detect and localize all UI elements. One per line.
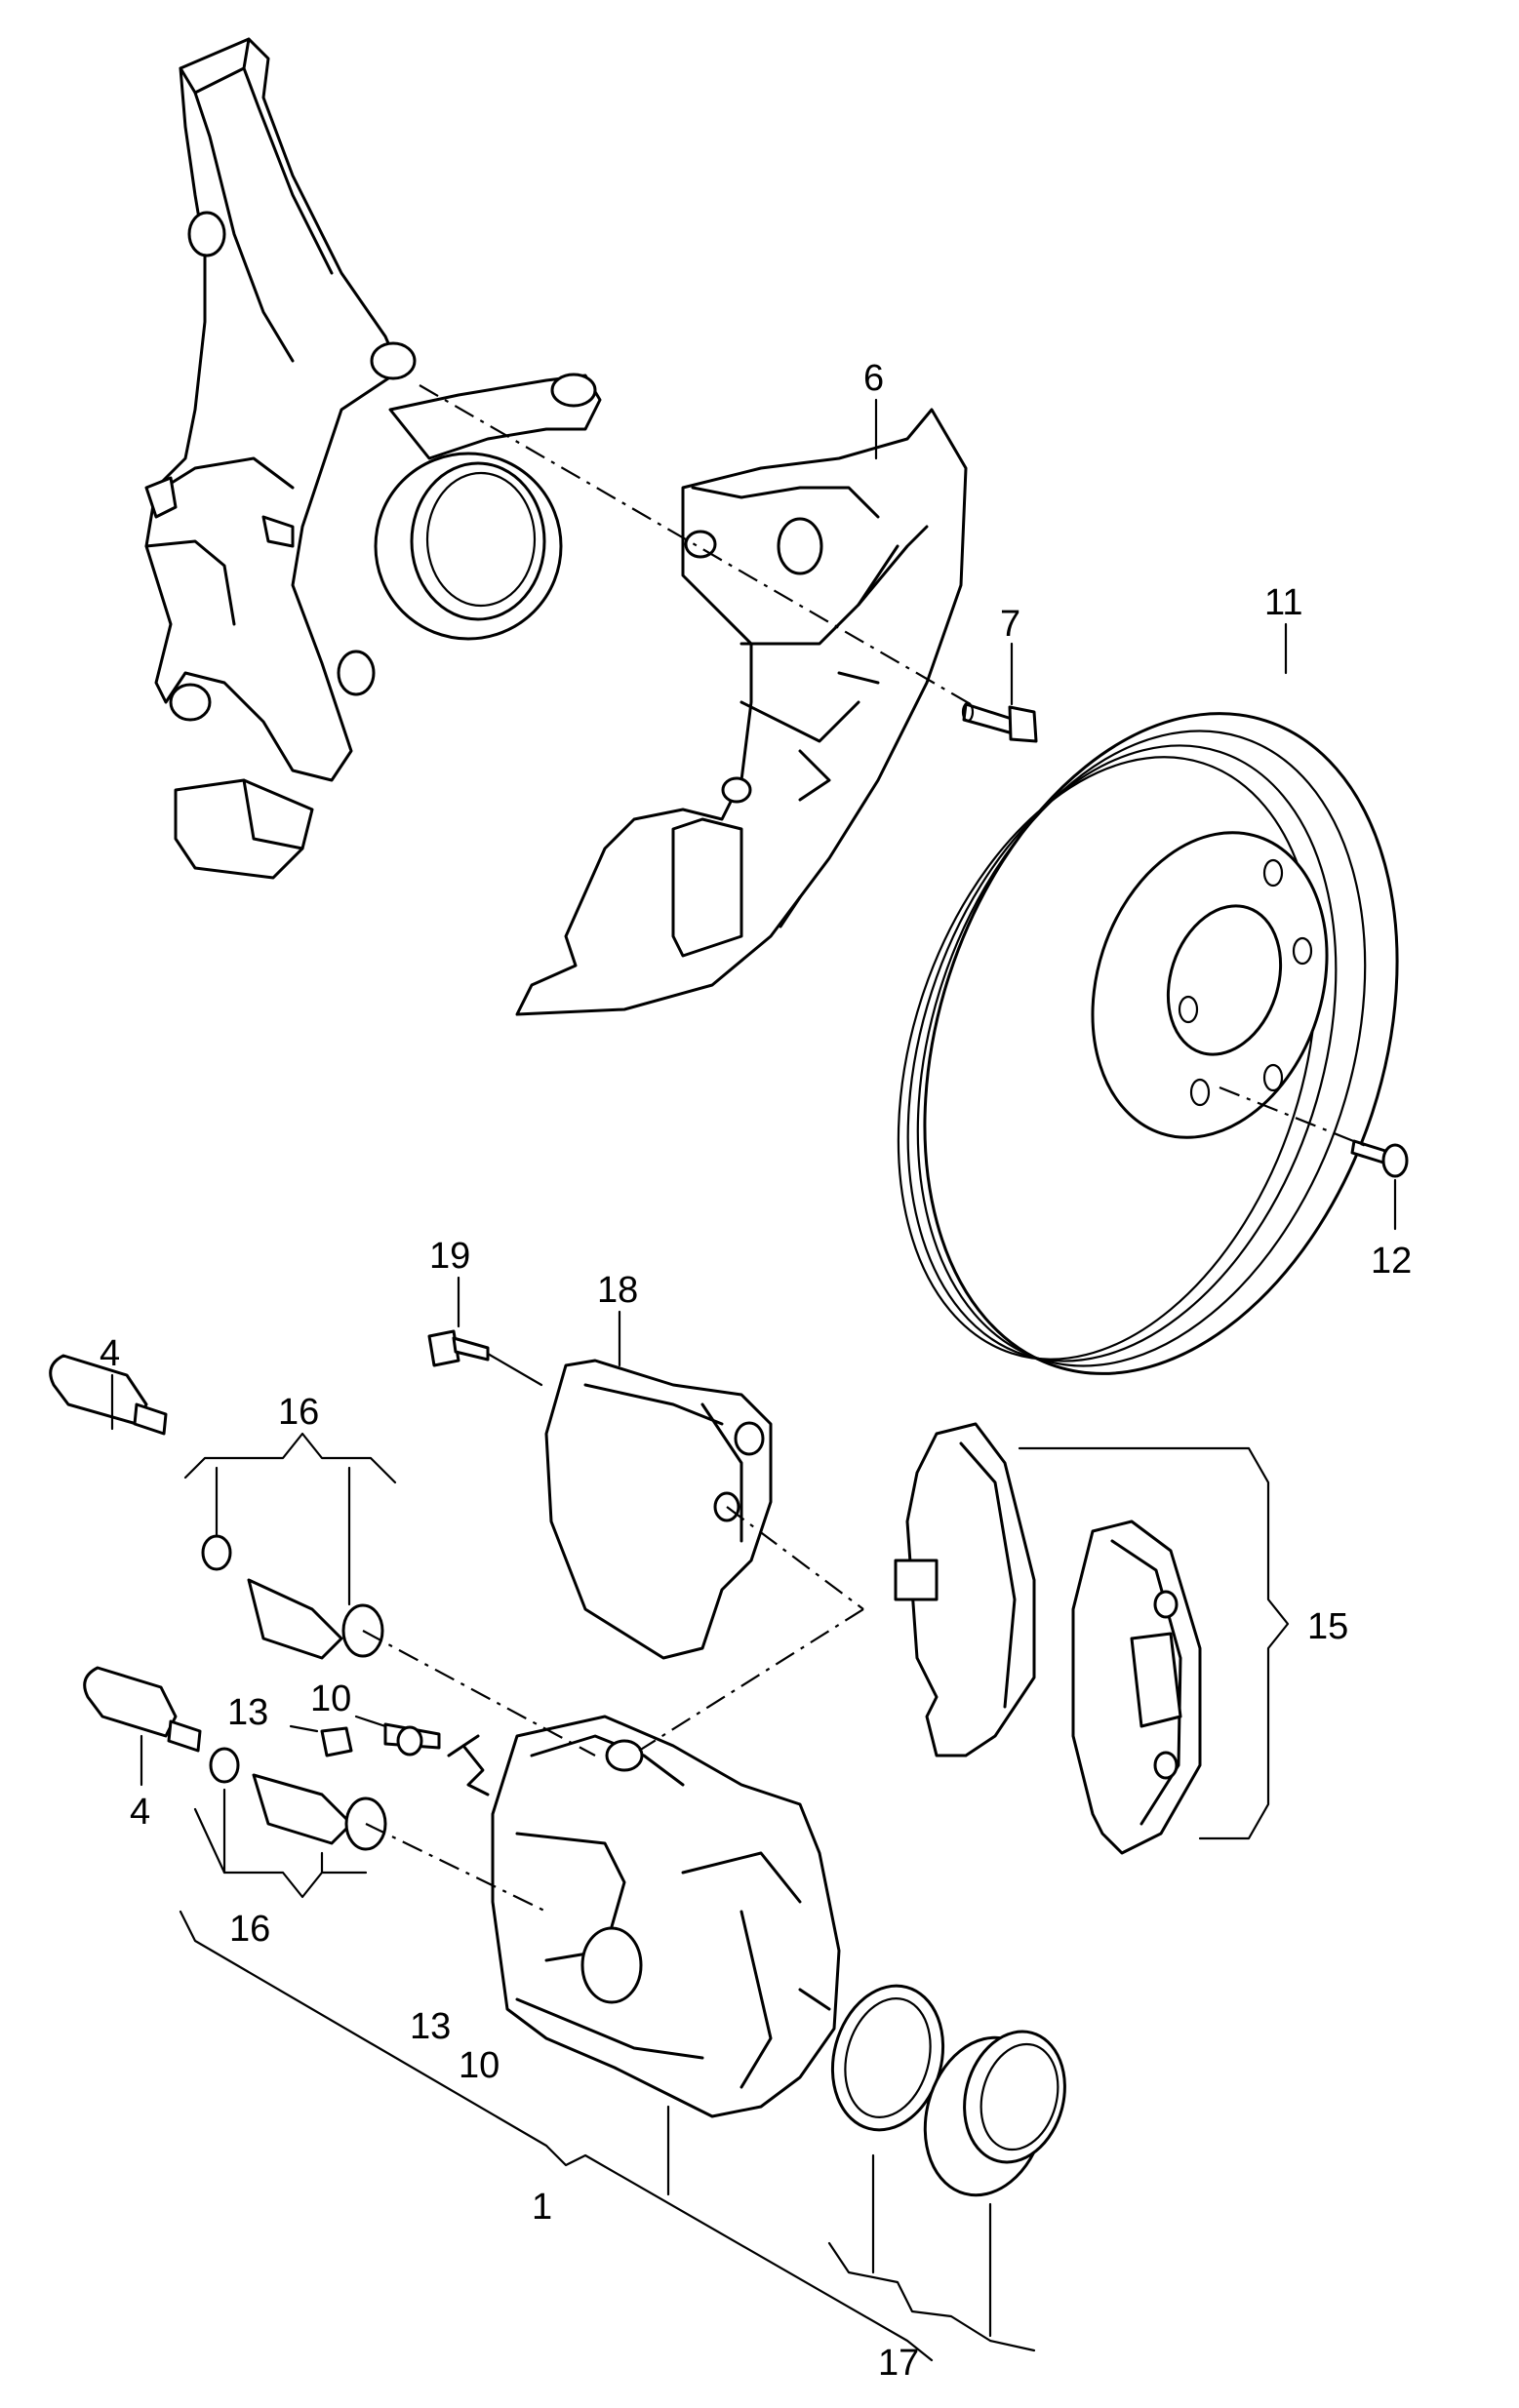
callout-19: 19	[429, 1236, 470, 1277]
callout-16-upper: 16	[278, 1392, 319, 1433]
screw-12	[1350, 1139, 1409, 1178]
callout-1: 1	[532, 2187, 552, 2228]
bolt-7	[961, 701, 1038, 743]
callout-labels: 6 7 11 12 19 18 4 16 15 13 10 4 16 13 10…	[100, 358, 1412, 2384]
callout-4-lower: 4	[130, 1792, 150, 1833]
callout-15: 15	[1307, 1606, 1348, 1647]
callout-13-lower: 13	[410, 2006, 451, 2047]
seal-ring	[830, 1984, 945, 2132]
callout-16-lower: 16	[229, 1909, 270, 1950]
callout-12: 12	[1371, 1241, 1412, 1282]
callout-17: 17	[878, 2343, 919, 2384]
leader-lines	[110, 398, 1397, 2362]
assembly-lines	[362, 384, 1367, 1913]
caliper-cover-18	[544, 1359, 773, 1660]
caliper-housing	[491, 1715, 841, 2118]
callout-13-upper: 13	[227, 1692, 268, 1733]
bolt-19	[427, 1329, 490, 1367]
bleeder-screw	[320, 1722, 441, 1757]
callout-11: 11	[1264, 582, 1302, 623]
callout-10-upper: 10	[310, 1678, 351, 1719]
guide-pin-upper	[49, 1354, 384, 1660]
steering-knuckle	[144, 37, 602, 880]
callout-4-upper: 4	[100, 1333, 120, 1374]
callout-18: 18	[597, 1270, 638, 1311]
brake-pads	[894, 1422, 1202, 1855]
brake-disc	[897, 712, 1399, 1375]
guide-pin-lower	[83, 1666, 387, 1851]
splash-shield	[515, 408, 968, 1016]
callout-6: 6	[863, 358, 884, 399]
callout-7: 7	[1000, 604, 1020, 645]
dust-boot	[923, 2030, 1066, 2197]
callout-10-lower: 10	[459, 2045, 500, 2086]
